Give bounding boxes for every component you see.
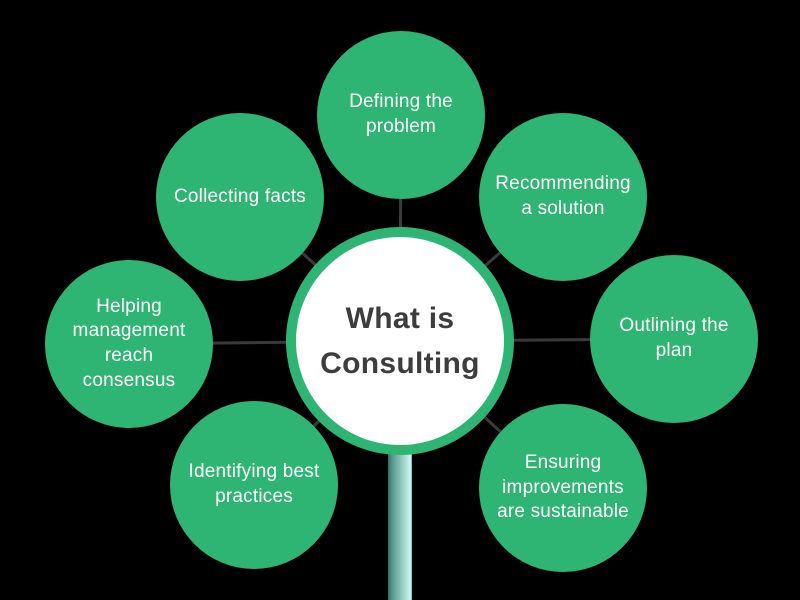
node-label: Ensuring improvements are sustainable (497, 451, 629, 523)
center-node-label: What is Consulting (320, 302, 480, 380)
node-ensuring-improvements-are-sustainable: Ensuring improvements are sustainable (479, 404, 647, 572)
node-helping-management-reach-consensus: Helping management reach consensus (45, 260, 213, 428)
node-label: Collecting facts (173, 185, 307, 207)
node-recommending-a-solution: Recommending a solution (479, 113, 647, 281)
center-node-what-is-consulting: What is Consulting (286, 227, 514, 455)
node-defining-the-problem: Defining the problem (317, 31, 485, 199)
node-label: Identifying best practices (188, 461, 320, 507)
stem-bar (388, 445, 412, 600)
node-identifying-best-practices: Identifying best practices (170, 401, 338, 569)
node-label: Defining the problem (349, 91, 453, 137)
node-label: Helping management reach consensus (72, 295, 186, 391)
node-label: Outlining the plan (619, 315, 729, 361)
node-outlining-the-plan: Outlining the plan (590, 255, 758, 423)
node-collecting-facts: Collecting facts (156, 113, 324, 281)
node-label: Recommending a solution (495, 173, 631, 219)
